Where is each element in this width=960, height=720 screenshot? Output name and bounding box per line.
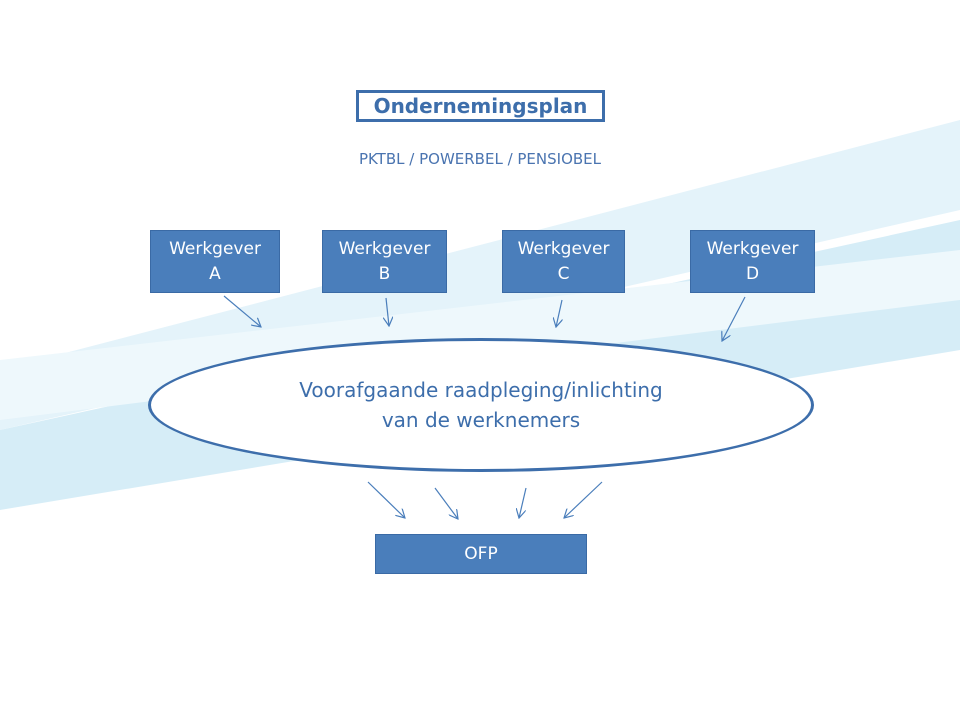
employer-label: Werkgever bbox=[169, 238, 261, 259]
employer-d-box: Werkgever D bbox=[690, 230, 815, 293]
arrow-c-icon bbox=[556, 299, 562, 327]
page-title: Ondernemingsplan bbox=[356, 90, 605, 122]
arrow-ofp-1-icon bbox=[367, 481, 405, 518]
employer-label: Werkgever bbox=[706, 238, 799, 259]
ofp-label: OFP bbox=[464, 543, 498, 564]
arrow-b-icon bbox=[386, 297, 389, 326]
arrow-ofp-4-icon bbox=[564, 481, 603, 518]
consultation-line-1: Voorafgaande raadpleging/inlichting bbox=[299, 378, 663, 402]
employer-a-box: Werkgever A bbox=[150, 230, 280, 293]
ofp-box: OFP bbox=[375, 534, 587, 574]
employer-letter: D bbox=[745, 263, 760, 284]
employer-c-box: Werkgever C bbox=[502, 230, 625, 293]
arrow-ofp-2-icon bbox=[434, 487, 458, 519]
employer-label: Werkgever bbox=[517, 238, 610, 259]
employer-letter: B bbox=[378, 263, 391, 284]
arrow-a-icon bbox=[223, 295, 261, 327]
arrow-ofp-3-icon bbox=[519, 487, 527, 518]
employer-letter: A bbox=[209, 263, 221, 284]
employer-b-box: Werkgever B bbox=[322, 230, 447, 293]
employer-label: Werkgever bbox=[338, 238, 431, 259]
consultation-ellipse: Voorafgaande raadpleging/inlichting van … bbox=[148, 338, 814, 472]
arrow-d-icon bbox=[722, 296, 746, 341]
employer-letter: C bbox=[557, 263, 570, 284]
consultation-line-2: van de werknemers bbox=[381, 408, 581, 432]
subtitle: PKTBL / POWERBEL / PENSIOBEL bbox=[358, 150, 602, 168]
